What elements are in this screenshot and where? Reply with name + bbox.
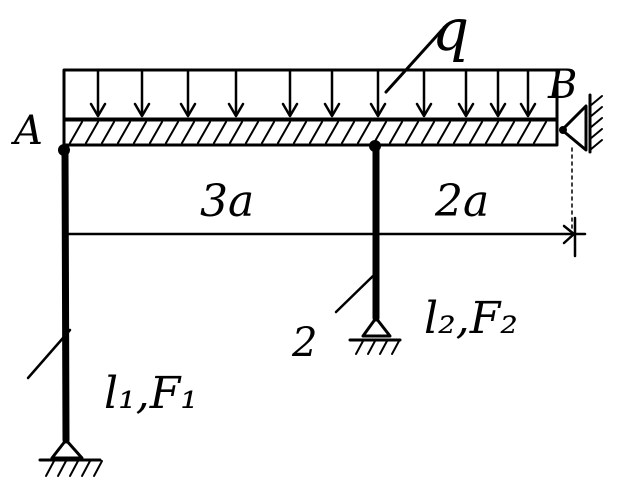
rod-1-support-triangle xyxy=(50,438,84,460)
beam-hatch-line xyxy=(373,121,387,144)
beam-hatch-line xyxy=(245,121,259,144)
load-arrow-head xyxy=(227,102,245,118)
load-leader-line xyxy=(384,28,444,94)
distributed-load xyxy=(62,28,559,121)
rod-2-leader-line xyxy=(334,273,376,314)
beam-body xyxy=(62,118,559,147)
beam xyxy=(62,118,559,147)
ground-hatch-line xyxy=(69,460,79,477)
support-b-hatching xyxy=(589,95,603,151)
load-label: q xyxy=(432,0,469,64)
beam-hatch-line xyxy=(533,121,547,144)
rod-1-line xyxy=(61,146,70,444)
wall-hatch-line xyxy=(589,117,603,129)
beam-hatch-line xyxy=(453,121,467,144)
beam-hatch-line xyxy=(469,121,483,144)
load-arrow-head xyxy=(89,102,107,118)
beam-hatch-line xyxy=(517,121,531,144)
beam-hatch-line xyxy=(213,121,227,144)
span-left-label: 3a xyxy=(200,176,254,227)
beam-hatch-line xyxy=(101,121,115,144)
ground-hatch-line xyxy=(355,340,364,355)
rod-2-props-label: l₂,F₂ xyxy=(424,293,518,344)
beam-hatch-line xyxy=(437,121,451,144)
joint-b xyxy=(559,126,567,134)
rod-1-ground-hatching xyxy=(45,460,103,477)
wall-hatch-line xyxy=(589,128,603,140)
rod-1-leader-line xyxy=(26,328,72,380)
beam-hatch-line xyxy=(117,121,131,144)
beam-hatch-line xyxy=(277,121,291,144)
beam-hatch-line xyxy=(341,121,355,144)
load-arrow-head xyxy=(281,102,299,118)
load-arrow-head xyxy=(415,102,433,118)
rod-2-support-triangle xyxy=(361,316,392,338)
beam-hatch-line xyxy=(133,121,147,144)
pin-support-b xyxy=(559,93,603,154)
beam-hatch-line xyxy=(149,121,163,144)
rod-1 xyxy=(26,144,103,477)
ground-hatch-line xyxy=(81,460,91,477)
ground-hatch-line xyxy=(391,340,400,355)
rod-1-props-label: l₁,F₁ xyxy=(104,368,198,419)
ground-hatch-line xyxy=(45,460,55,477)
wall-hatch-line xyxy=(589,106,603,118)
beam-hatch-line xyxy=(389,121,403,144)
beam-hatch-line xyxy=(309,121,323,144)
rod-2-ground-hatching xyxy=(355,340,400,355)
load-arrows xyxy=(89,68,537,118)
load-arrow-head xyxy=(489,102,507,118)
ground-hatch-line xyxy=(379,340,388,355)
beam-hatching xyxy=(69,121,547,144)
load-arrow-head xyxy=(133,102,151,118)
ground-hatch-line xyxy=(93,460,103,477)
wall-hatch-line xyxy=(589,95,603,107)
beam-hatch-line xyxy=(357,121,371,144)
beam-hatch-line xyxy=(181,121,195,144)
ground-hatch-line xyxy=(367,340,376,355)
rod-2-pin-support xyxy=(348,316,402,355)
beam-hatch-line xyxy=(69,121,83,144)
support-b-triangle xyxy=(560,104,588,152)
beam-hatch-line xyxy=(165,121,179,144)
rod-2 xyxy=(334,140,402,355)
beam-hatch-line xyxy=(197,121,211,144)
load-arrow-head xyxy=(519,102,537,118)
beam-hatch-line xyxy=(261,121,275,144)
rod-2-number-label: 2 xyxy=(291,320,317,366)
beam-hatch-line xyxy=(229,121,243,144)
span-right-label: 2a xyxy=(434,176,489,227)
ground-hatch-line xyxy=(57,460,67,477)
beam-hatch-line xyxy=(485,121,499,144)
rod-1-pin-support xyxy=(38,438,103,477)
beam-hatch-line xyxy=(421,121,435,144)
load-outline xyxy=(62,68,559,121)
wall-hatch-line xyxy=(589,139,603,151)
beam-hatch-line xyxy=(325,121,339,144)
point-b-label: B xyxy=(547,62,577,108)
dimension-line xyxy=(64,147,587,258)
point-a-label: A xyxy=(10,108,43,154)
beam-hatch-line xyxy=(405,121,419,144)
load-arrow-head xyxy=(369,102,387,118)
beam-hatch-line xyxy=(501,121,515,144)
load-arrow-head xyxy=(457,102,475,118)
beam-hatch-line xyxy=(85,121,99,144)
beam-hatch-line xyxy=(293,121,307,144)
load-arrow-head xyxy=(179,102,197,118)
load-arrow-head xyxy=(323,102,341,118)
